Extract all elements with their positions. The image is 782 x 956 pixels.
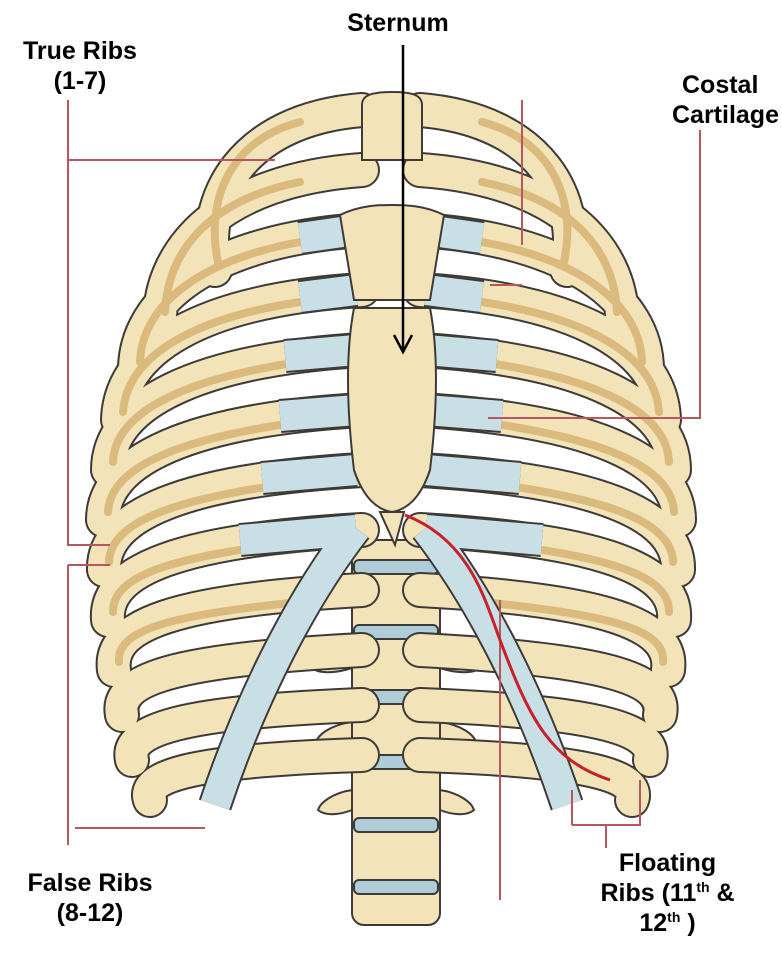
costal-cartilage-label-line2: Cartilage [672,100,782,130]
true-ribs-label: True Ribs (1-7) [10,36,150,96]
false-ribs-label-line2: (8-12) [5,898,175,928]
floating-ribs-label-line3: 12th ) [575,908,760,938]
floating-ribs-line2-sup: th [696,879,709,895]
floating-ribs-line2-post: & [710,879,735,907]
false-ribs-label: False Ribs (8-12) [5,868,175,928]
true-ribs-label-line1: True Ribs [10,36,150,66]
costal-cartilage-label-line1: Costal [672,70,782,100]
sternum-label: Sternum [318,8,478,38]
costal-cartilage-label: Costal Cartilage [672,70,782,130]
floating-ribs-line3-pre: 12 [639,909,667,937]
floating-ribs-label: Floating Ribs (11th & 12th ) [575,848,760,938]
floating-ribs-line3-post: ) [680,909,695,937]
floating-ribs-label-line1: Floating [575,848,760,878]
ribs-right [420,110,679,805]
floating-ribs-line3-sup: th [667,909,680,925]
true-ribs-label-line2: (1-7) [10,66,150,96]
floating-ribs-label-line2: Ribs (11th & [575,878,760,908]
false-ribs-label-line1: False Ribs [5,868,175,898]
ribs-left [103,110,362,805]
floating-ribs-line2-pre: Ribs (11 [600,879,696,907]
sternum-arrow [394,45,412,352]
